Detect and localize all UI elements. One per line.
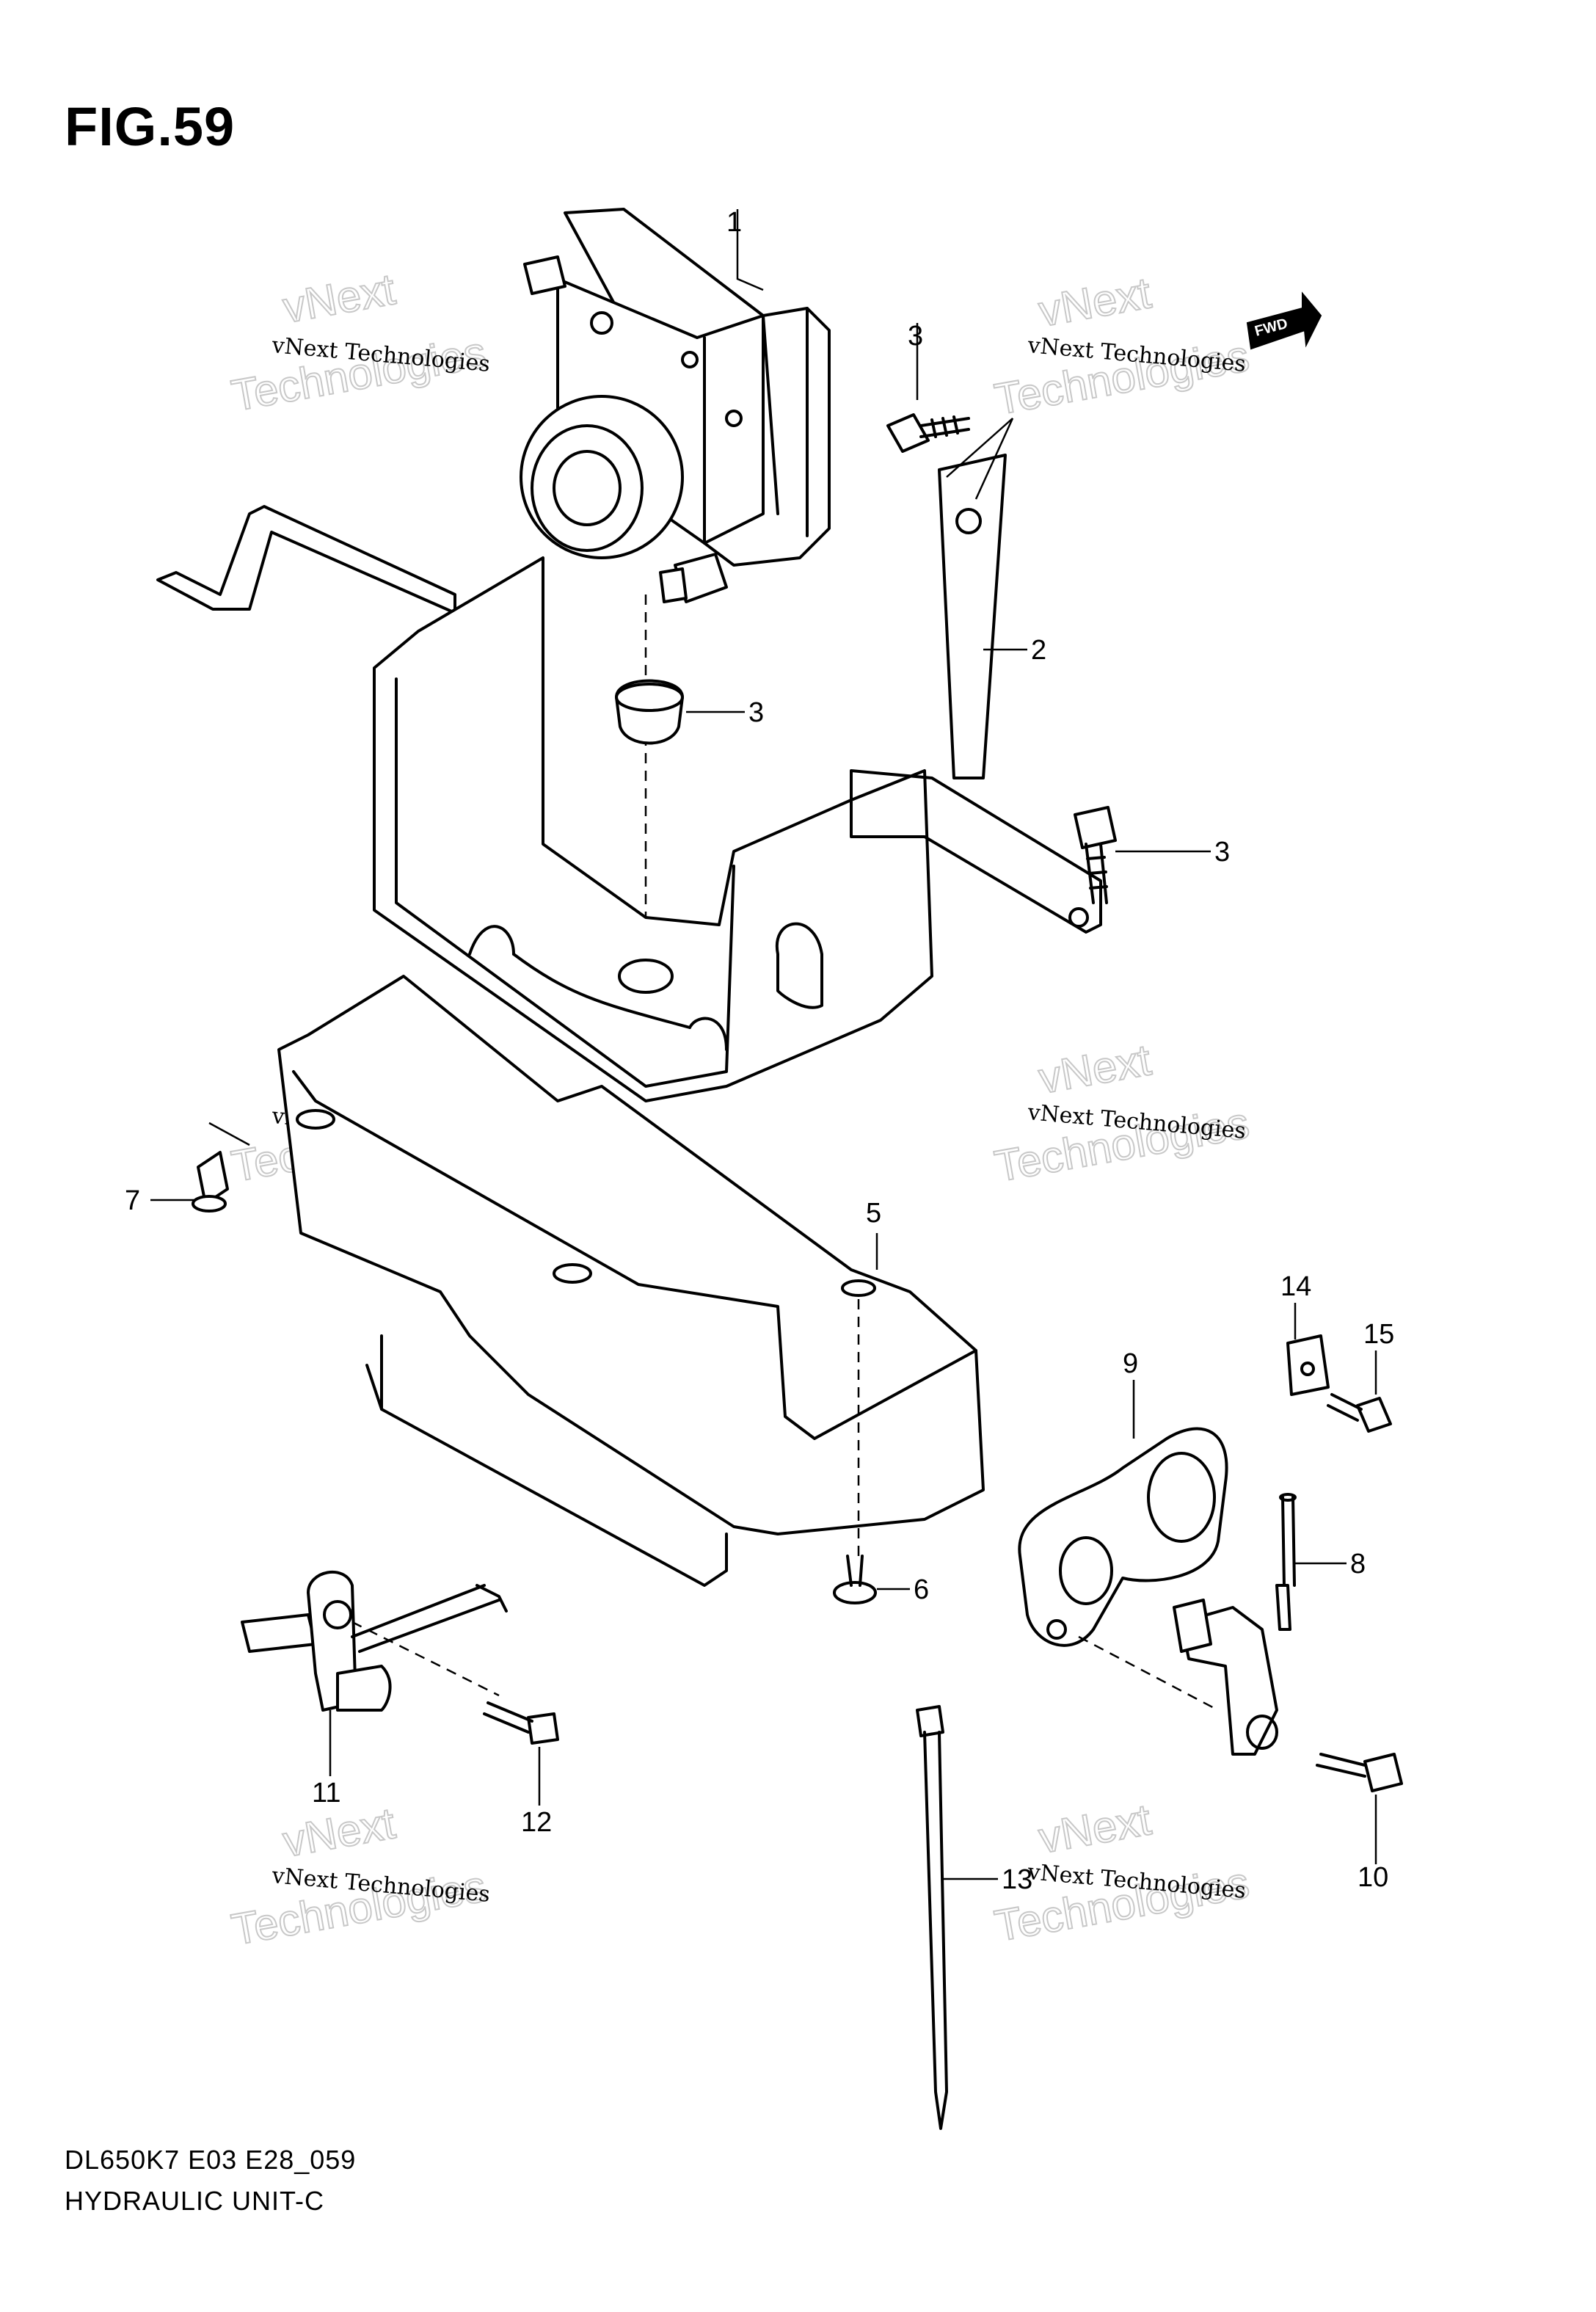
- fwd-arrow-icon: FWD: [1246, 291, 1322, 350]
- callout-4: 3: [748, 697, 764, 728]
- watermark-top-right: vNext Technologies vNext Technologies: [991, 267, 1254, 425]
- svg-text:vNext: vNext: [280, 1798, 399, 1866]
- cover-part-5: [277, 975, 985, 1587]
- callout-13: 13: [1002, 1864, 1032, 1895]
- callout-10: 10: [1358, 1862, 1388, 1893]
- callout-3-lower: 3: [1214, 837, 1230, 868]
- model-code: DL650K7 E03 E28_059: [65, 2145, 357, 2175]
- watermark-mid-right: vNext Technologies vNext Technologies: [991, 1034, 1254, 1192]
- plate-nut-part-14: [1286, 1334, 1330, 1396]
- callout-6: 6: [914, 1574, 929, 1605]
- callout-9: 9: [1123, 1348, 1138, 1379]
- sensor-part-11: [241, 1571, 508, 1712]
- callout-7: 7: [125, 1185, 140, 1216]
- callout-2: 2: [1031, 635, 1046, 666]
- callout-12: 12: [521, 1807, 552, 1838]
- bolt-part-15: [1327, 1393, 1392, 1433]
- callout-8: 8: [1350, 1549, 1366, 1579]
- watermark-top-left: vNext Technologies vNext Technologies: [227, 263, 492, 421]
- callout-5: 5: [866, 1198, 881, 1229]
- grommet-part-4: [615, 679, 684, 745]
- clip-part-7: [192, 1151, 229, 1213]
- watermark-bottom-left: vNext Technologies vNext Technologies: [227, 1797, 492, 1955]
- svg-text:vNext: vNext: [280, 264, 399, 332]
- svg-text:vNext: vNext: [1035, 1035, 1155, 1103]
- bracket-part-2: [156, 454, 1102, 1102]
- callout-15: 15: [1363, 1319, 1394, 1350]
- bolt-part-10: [1316, 1753, 1403, 1792]
- hydraulic-unit-part-1: [520, 208, 831, 603]
- callout-1: 1: [726, 207, 742, 238]
- callout-3-upper: 3: [908, 321, 923, 352]
- screw-part-6: [833, 1555, 877, 1604]
- callout-11: 11: [312, 1778, 340, 1808]
- bolt-part-12: [483, 1701, 559, 1745]
- callout-14: 14: [1280, 1271, 1311, 1302]
- speed-sensor-part-8: [1173, 1493, 1297, 1756]
- svg-text:vNext: vNext: [1035, 268, 1155, 336]
- figure-title: FIG.59: [65, 96, 236, 157]
- figure-name: HYDRAULIC UNIT-C: [65, 2186, 325, 2216]
- cable-tie-part-13: [916, 1705, 948, 2130]
- bolt-part-3-lower: [1074, 806, 1117, 904]
- sensor-bracket-part-9: [1018, 1427, 1228, 1647]
- svg-text:vNext: vNext: [1035, 1795, 1155, 1863]
- bolt-part-3-upper: [886, 413, 970, 453]
